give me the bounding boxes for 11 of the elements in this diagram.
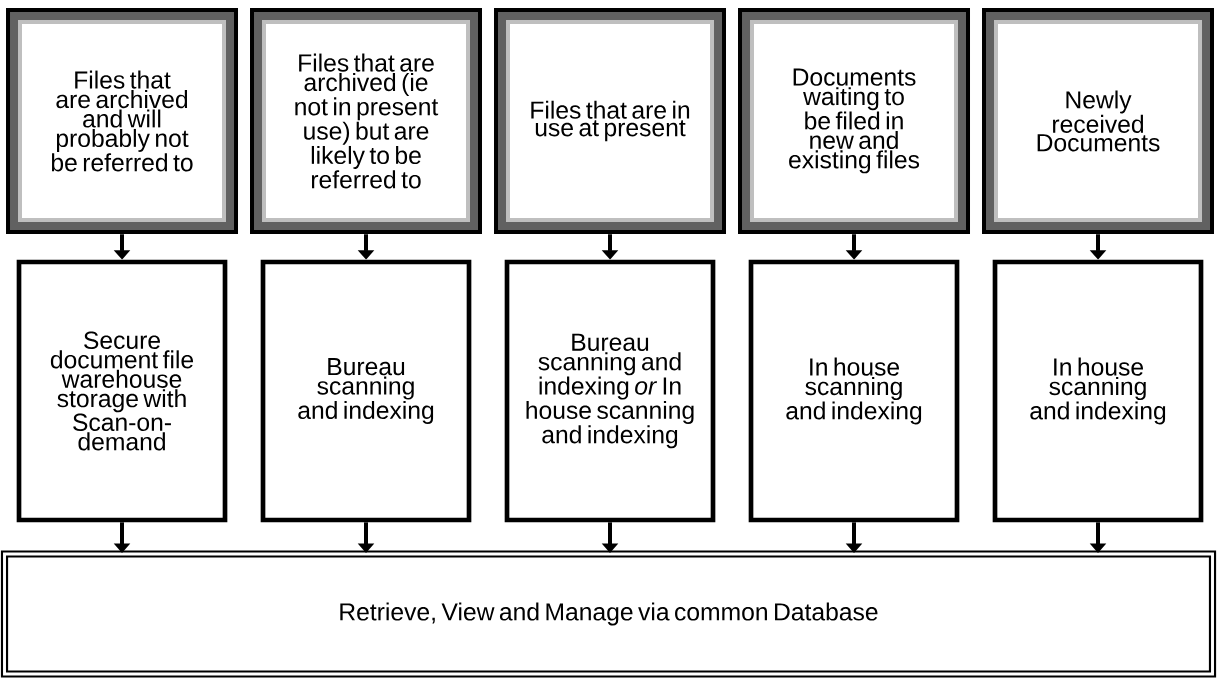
database-box: Retrieve, View and Manage via common Database	[0, 550, 1217, 678]
document-category-box: Files that are archived and will probably not be referred to	[6, 8, 238, 234]
process-box: Secure document file warehouse storage with Scan-on-demand	[16, 259, 228, 523]
document-category-box: Documents waiting to be filed in new and existing files	[738, 8, 970, 234]
process-box: Bureau scanning and indexing	[260, 259, 472, 523]
document-category-box: Files that are archived (ie not in present use) but are likely to be referred to	[250, 8, 482, 234]
process-box: In house scanning and indexing	[992, 259, 1204, 523]
process-box: Bureau scanning and indexing or In house scanning and indexing	[504, 259, 716, 523]
document-category-box: Newly received Documents	[982, 8, 1214, 234]
document-category-box: Files that are in use at present	[494, 8, 726, 234]
process-box: In house scanning and indexing	[748, 259, 960, 523]
